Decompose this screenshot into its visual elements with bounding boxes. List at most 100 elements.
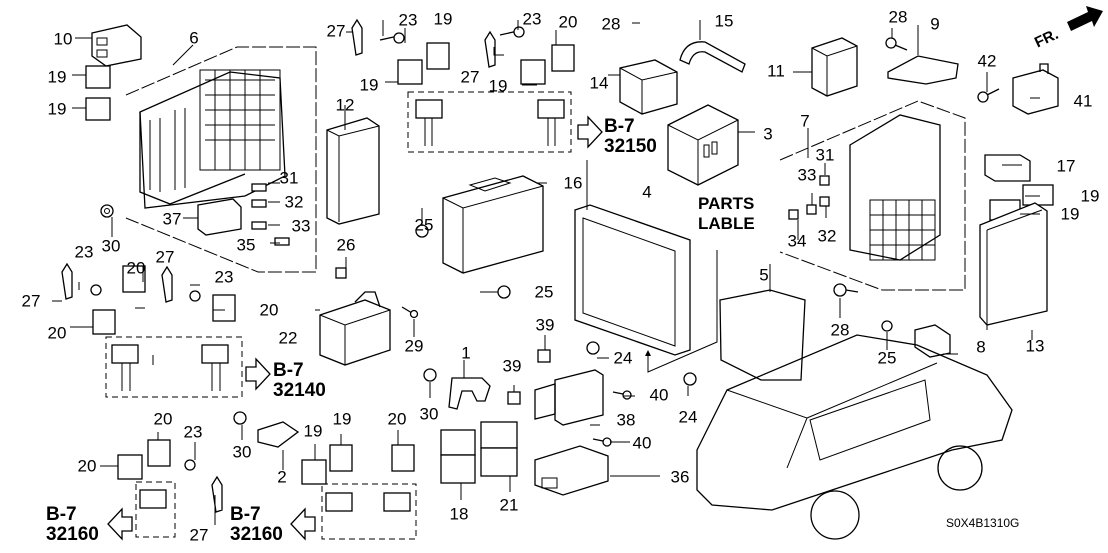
callout-2[interactable]: 2: [277, 467, 287, 487]
callout-26[interactable]: 26: [336, 235, 356, 255]
callout-25[interactable]: 25: [877, 348, 897, 368]
control-unit-11[interactable]: [811, 37, 858, 97]
callout-29[interactable]: 29: [404, 336, 424, 356]
callout-5[interactable]: 5: [759, 265, 769, 285]
bracket-5[interactable]: [719, 289, 806, 381]
callout-18[interactable]: 18: [449, 504, 469, 524]
control-unit-38[interactable]: [534, 369, 604, 426]
callout-34[interactable]: 34: [787, 231, 807, 251]
callout-1[interactable]: 1: [461, 343, 471, 363]
relay-group-upper[interactable]: [351, 18, 603, 153]
ecu-4[interactable]: [574, 204, 691, 356]
callout-19[interactable]: 19: [47, 67, 67, 87]
screw-40-a[interactable]: [612, 390, 632, 400]
callout-38[interactable]: 38: [616, 410, 636, 430]
callout-11[interactable]: 11: [767, 61, 785, 81]
callout-27[interactable]: 27: [189, 525, 209, 545]
callout-15[interactable]: 15: [714, 11, 734, 31]
callout-40[interactable]: 40: [649, 385, 669, 405]
callout-23[interactable]: 23: [183, 422, 203, 442]
control-unit-41[interactable]: [1012, 63, 1059, 115]
callout-33[interactable]: 33: [291, 216, 311, 236]
relay-19-right-a[interactable]: [1022, 184, 1054, 206]
nut-24-b[interactable]: [683, 372, 697, 386]
callout-27[interactable]: 27: [21, 291, 41, 311]
control-unit-36[interactable]: [534, 445, 609, 496]
callout-17[interactable]: 17: [1056, 156, 1076, 176]
control-unit-16[interactable]: [442, 175, 544, 274]
callout-30[interactable]: 30: [232, 442, 252, 462]
fuse-box-left[interactable]: [125, 46, 317, 273]
callout-3[interactable]: 3: [763, 124, 773, 144]
relay-21[interactable]: [480, 421, 518, 477]
callout-32[interactable]: 32: [817, 226, 837, 246]
bracket-9[interactable]: [887, 55, 959, 85]
callout-19[interactable]: 19: [1060, 204, 1080, 224]
fuses-left[interactable]: [251, 183, 290, 246]
callout-19[interactable]: 19: [433, 9, 453, 29]
cover-13[interactable]: [979, 202, 1048, 330]
relay-group-lower-left[interactable]: [61, 262, 271, 398]
callout-31[interactable]: 31: [815, 145, 835, 165]
callout-10[interactable]: 10: [53, 29, 73, 49]
callout-28[interactable]: 28: [601, 14, 621, 34]
callout-41[interactable]: 41: [1073, 91, 1093, 111]
callout-28[interactable]: 28: [888, 7, 908, 27]
reference-32140[interactable]: B-7 32140: [273, 361, 326, 401]
bolt-28-lower[interactable]: [833, 283, 859, 297]
relay-17[interactable]: [984, 154, 1031, 182]
callout-24[interactable]: 24: [613, 348, 633, 368]
callout-6[interactable]: 6: [189, 28, 199, 48]
callout-30[interactable]: 30: [101, 236, 121, 256]
callout-39[interactable]: 39: [502, 356, 522, 376]
callout-20[interactable]: 20: [558, 12, 578, 32]
callout-27[interactable]: 27: [326, 21, 346, 41]
nut-30-left[interactable]: [100, 204, 114, 218]
callout-33[interactable]: 33: [797, 165, 817, 185]
callout-35[interactable]: 35: [236, 235, 256, 255]
reference-32160-left[interactable]: B-7 32160: [46, 505, 99, 545]
callout-25[interactable]: 25: [534, 282, 554, 302]
control-unit-3[interactable]: [667, 104, 739, 186]
callout-42[interactable]: 42: [977, 51, 997, 71]
callout-19[interactable]: 19: [332, 409, 352, 429]
callout-23[interactable]: 23: [522, 9, 542, 29]
bolt-42[interactable]: [977, 88, 1000, 103]
bracket-1[interactable]: [448, 377, 491, 410]
callout-20[interactable]: 20: [126, 258, 146, 278]
reference-32160-right[interactable]: B-7 32160: [230, 505, 283, 545]
callout-19[interactable]: 19: [47, 99, 67, 119]
callout-21[interactable]: 21: [499, 495, 519, 515]
callout-27[interactable]: 27: [155, 247, 175, 267]
cover-37[interactable]: [197, 198, 242, 236]
reference-32150[interactable]: B-7 32150: [604, 117, 657, 157]
relay-19-left-a[interactable]: [85, 65, 111, 89]
relay-group-bottom[interactable]: [107, 411, 417, 541]
control-unit-14[interactable]: [619, 59, 678, 115]
callout-22[interactable]: 22: [278, 328, 298, 348]
callout-28[interactable]: 28: [830, 320, 850, 340]
relay-19-left-b[interactable]: [85, 97, 111, 121]
callout-24[interactable]: 24: [678, 407, 698, 427]
callout-19[interactable]: 19: [359, 75, 379, 95]
callout-7[interactable]: 7: [800, 111, 810, 131]
clip-39-a[interactable]: [537, 349, 551, 363]
callout-20[interactable]: 20: [47, 323, 67, 343]
relay-18[interactable]: [440, 429, 476, 484]
control-unit-12[interactable]: [326, 117, 380, 225]
clip-39-b[interactable]: [507, 391, 521, 405]
control-unit-22[interactable]: [319, 291, 391, 366]
nut-26[interactable]: [335, 267, 347, 279]
callout-23[interactable]: 23: [214, 267, 234, 287]
callout-37[interactable]: 37: [162, 209, 182, 229]
bolt-28-top-right[interactable]: [885, 37, 908, 51]
bracket-8[interactable]: [914, 324, 951, 358]
fuses-right[interactable]: [788, 175, 830, 220]
nut-25-lower-right[interactable]: [881, 320, 893, 332]
callout-19[interactable]: 19: [1080, 186, 1100, 206]
callout-20[interactable]: 20: [387, 409, 407, 429]
callout-23[interactable]: 23: [74, 242, 94, 262]
nut-25-b[interactable]: [497, 285, 511, 299]
callout-16[interactable]: 16: [563, 173, 583, 193]
callout-20[interactable]: 20: [259, 300, 279, 320]
